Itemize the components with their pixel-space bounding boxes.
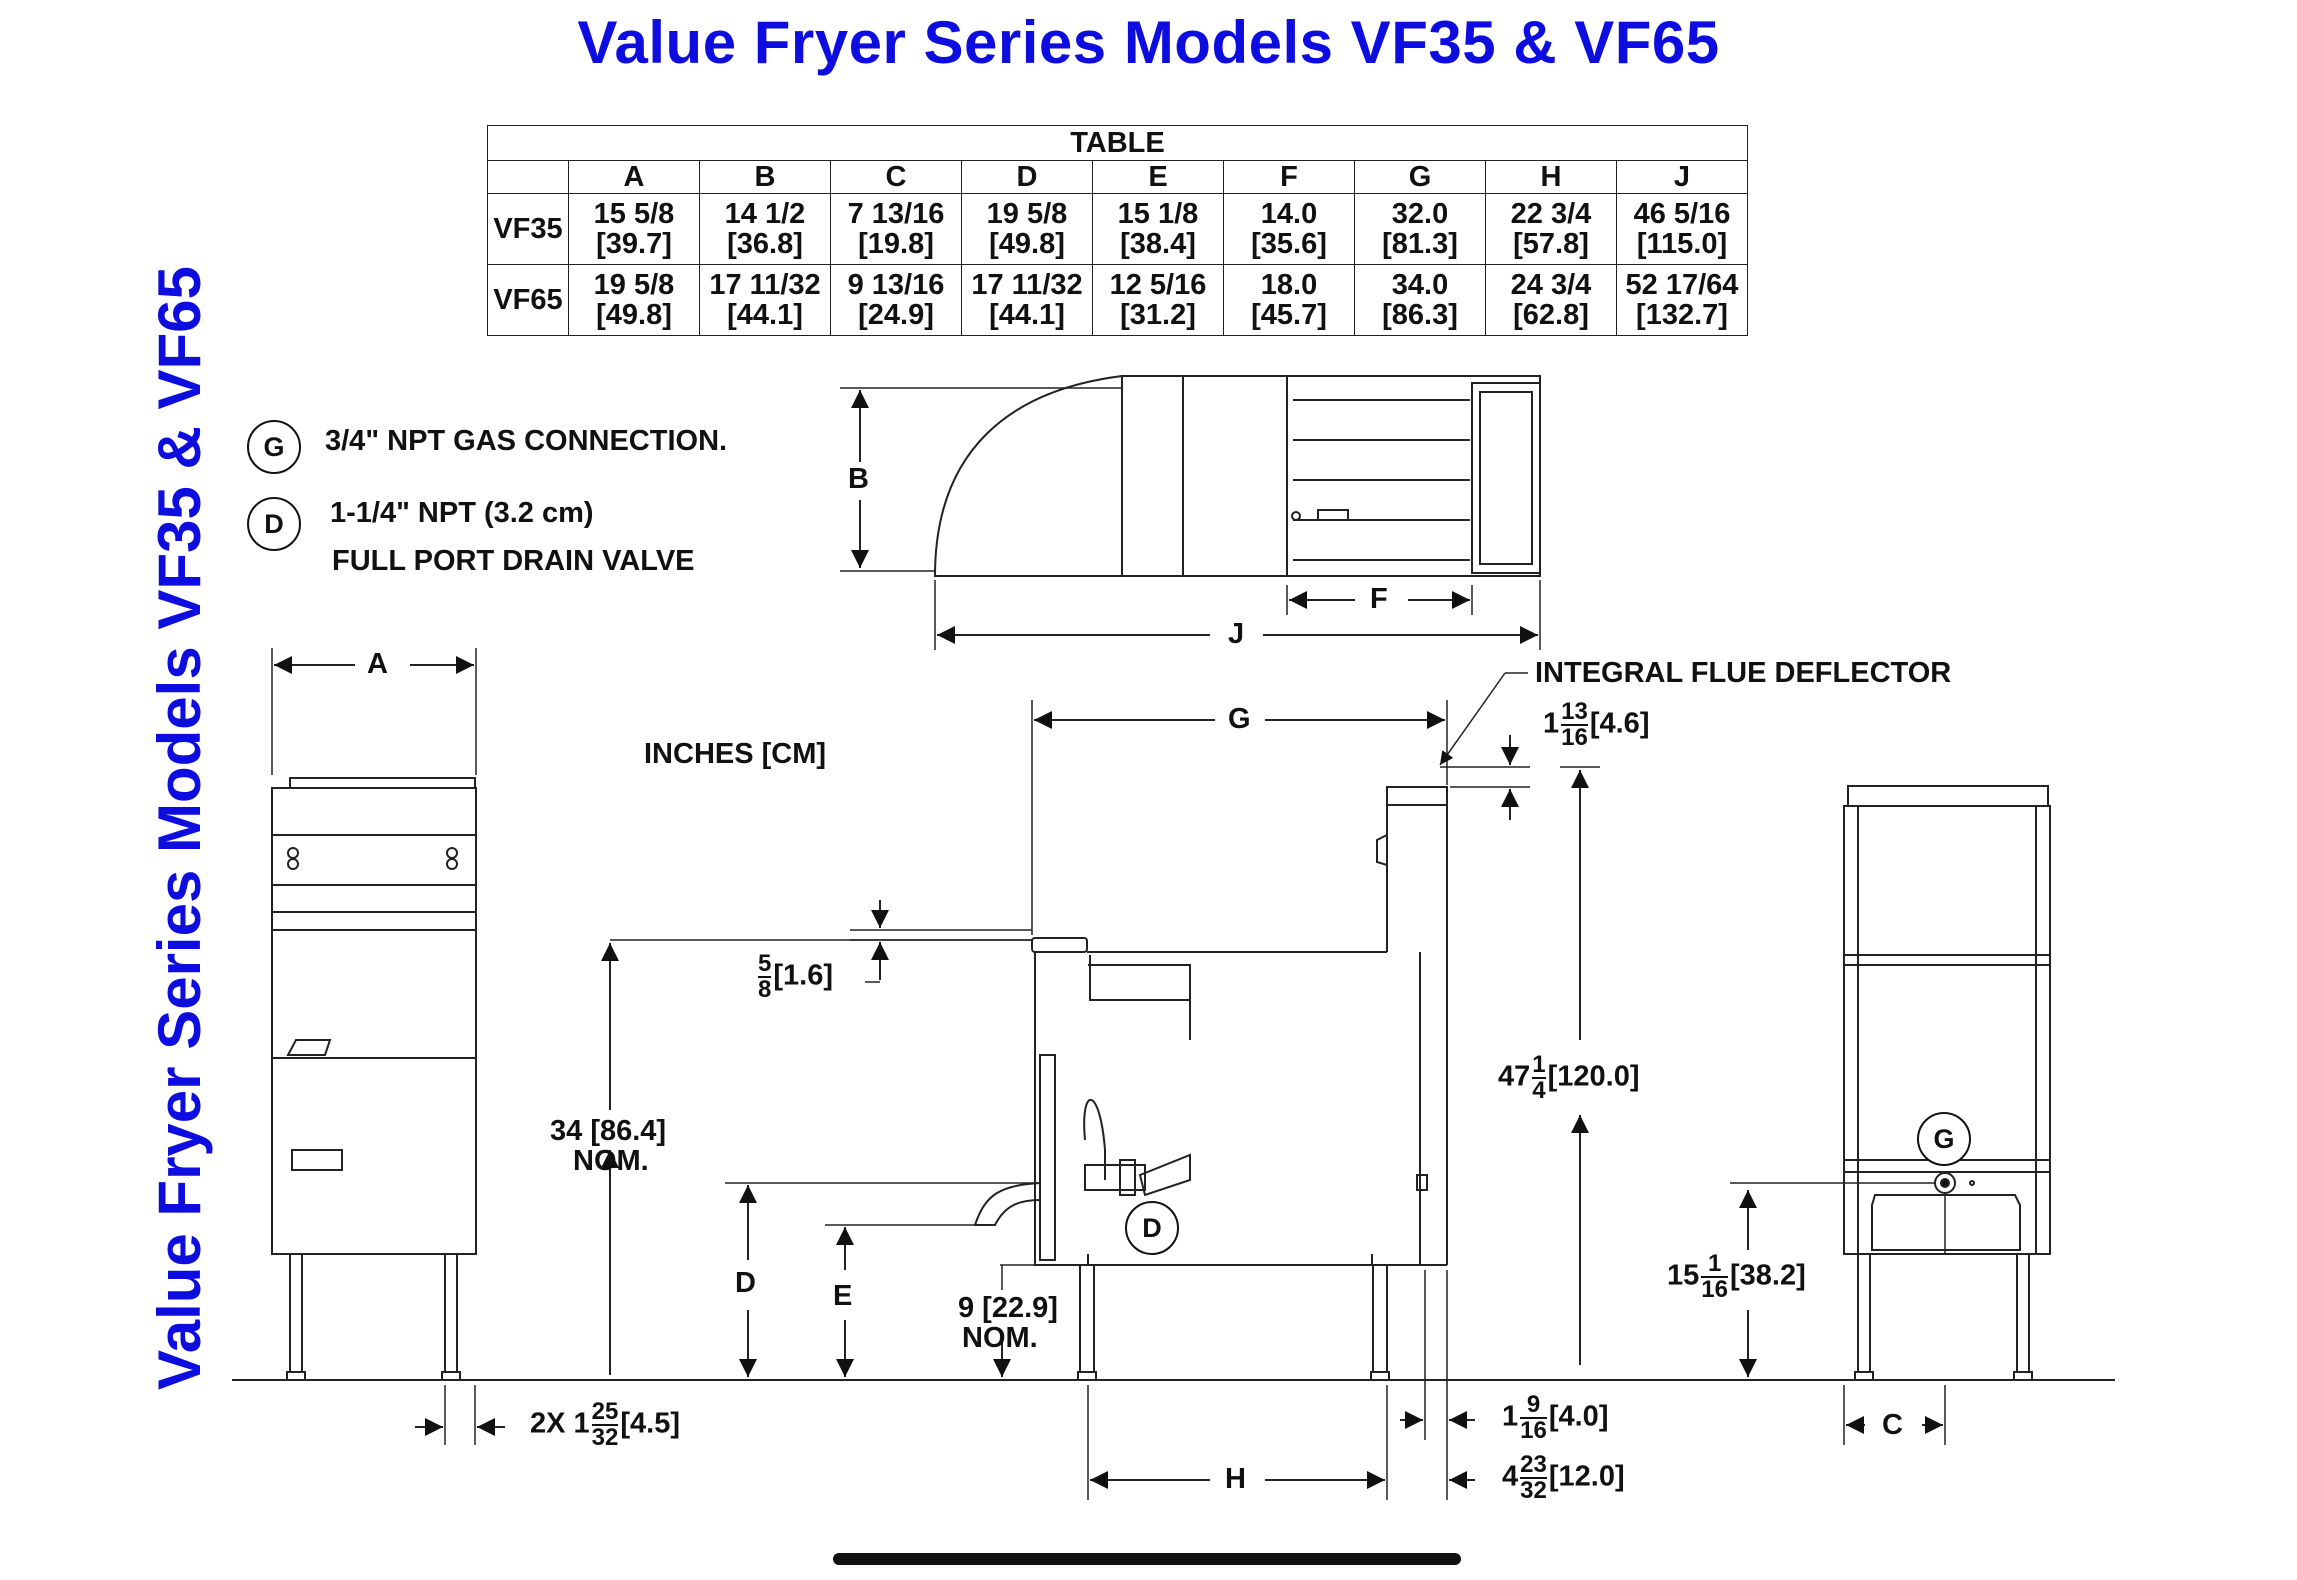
floor-clearance-note: NOM. (962, 1322, 1038, 1354)
units-note: INCHES [CM] (644, 738, 827, 770)
value-cell: 7 13/16[19.8] (830, 193, 962, 265)
dim-label-a: A (367, 648, 388, 680)
col-header: F (1223, 160, 1355, 194)
back-clearance-lines (1400, 1270, 1475, 1500)
rear-view-outline (1843, 785, 2051, 1381)
value-cell: 15 1/8[38.4] (1092, 193, 1224, 265)
table-row: VF65 19 5/8[49.8] 17 11/32[44.1] 9 13/16… (487, 264, 1748, 336)
nominal-height-note: NOM. (573, 1145, 649, 1177)
front-view-outline (271, 777, 477, 1381)
value-cell: 19 5/8[49.8] (961, 193, 1093, 265)
value-cell: 14.0[35.6] (1223, 193, 1355, 265)
floor-clearance-lines (993, 1264, 1040, 1377)
value-cell: 46 5/16[115.0] (1616, 193, 1748, 265)
gas-connection-label: 3/4" NPT GAS CONNECTION. (325, 425, 728, 457)
dimension-j-lines (934, 580, 1541, 650)
dimension-d-lines (725, 1182, 1040, 1377)
col-header: C (830, 160, 962, 194)
gas-connection-symbol: G (247, 420, 301, 474)
dimension-g-lines (1031, 700, 1448, 935)
table-row: VF35 15 5/8[39.7] 14 1/2[36.8] 7 13/16[1… (487, 193, 1748, 265)
value-cell: 52 17/64[132.7] (1616, 264, 1748, 336)
side-view-outline (973, 786, 1448, 1381)
home-indicator[interactable] (833, 1553, 1461, 1565)
col-header: A (568, 160, 700, 194)
col-header: J (1616, 160, 1748, 194)
col-header: G (1354, 160, 1486, 194)
gas-connection-callout: G (1917, 1112, 1971, 1166)
value-cell: 34.0[86.3] (1354, 264, 1486, 336)
dimension-table: TABLE A B C D E F G H J VF35 15 5/8[39.7… (487, 125, 1748, 336)
drain-valve-callout: D (1125, 1201, 1179, 1255)
leg-dimension-lines (415, 1385, 505, 1445)
nominal-height-label: 34 [86.4] (550, 1115, 667, 1147)
table-header-row: A B C D E F G H J (487, 160, 1748, 194)
dim-label-g: G (1228, 703, 1251, 735)
value-cell: 19 5/8[49.8] (568, 264, 700, 336)
model-cell: VF35 (487, 193, 569, 265)
overall-height-lines (1560, 766, 1600, 1365)
dimension-c-lines (1843, 1385, 1946, 1445)
table-caption: TABLE (487, 125, 1748, 161)
dimension-f-lines (1286, 585, 1473, 615)
flue-dimension-lines (1440, 735, 1530, 820)
value-cell: 12 5/16[31.2] (1092, 264, 1224, 336)
value-cell: 17 11/32[44.1] (961, 264, 1093, 336)
drain-valve-label-2: FULL PORT DRAIN VALVE (332, 545, 695, 577)
top-view-outline (933, 374, 1541, 577)
value-cell: 24 3/4[62.8] (1485, 264, 1617, 336)
dimension-a-lines (271, 648, 477, 775)
value-cell: 22 3/4[57.8] (1485, 193, 1617, 265)
model-cell: VF65 (487, 264, 569, 336)
flue-deflector-label: INTEGRAL FLUE DEFLECTOR (1535, 657, 1952, 689)
col-header: H (1485, 160, 1617, 194)
dim-label-f: F (1370, 583, 1388, 615)
dim-label-c: C (1882, 1409, 1903, 1441)
dim-label-b: B (848, 463, 869, 495)
value-cell: 14 1/2[36.8] (699, 193, 831, 265)
value-cell: 17 11/32[44.1] (699, 264, 831, 336)
dimension-b-lines (840, 387, 1122, 572)
dimension-h-lines (1087, 1385, 1388, 1500)
drain-valve-label-1: 1-1/4" NPT (3.2 cm) (330, 497, 594, 529)
gas-height-lines (1730, 1182, 1935, 1377)
floor-clearance-label: 9 [22.9] (958, 1292, 1058, 1324)
dim-label-d: D (735, 1267, 756, 1299)
dimension-e-lines (825, 1224, 975, 1377)
page-title: Value Fryer Series Models VF35 & VF65 (577, 9, 1720, 76)
nominal-height-lines (601, 939, 1032, 1375)
dim-label-j: J (1228, 618, 1245, 650)
top-offset-lines (850, 900, 1032, 983)
flue-deflector-leader (1439, 672, 1528, 766)
drain-valve-symbol: D (247, 497, 301, 551)
dim-label-h: H (1225, 1463, 1246, 1495)
dim-label-e: E (833, 1280, 853, 1312)
value-cell: 18.0[45.7] (1223, 264, 1355, 336)
